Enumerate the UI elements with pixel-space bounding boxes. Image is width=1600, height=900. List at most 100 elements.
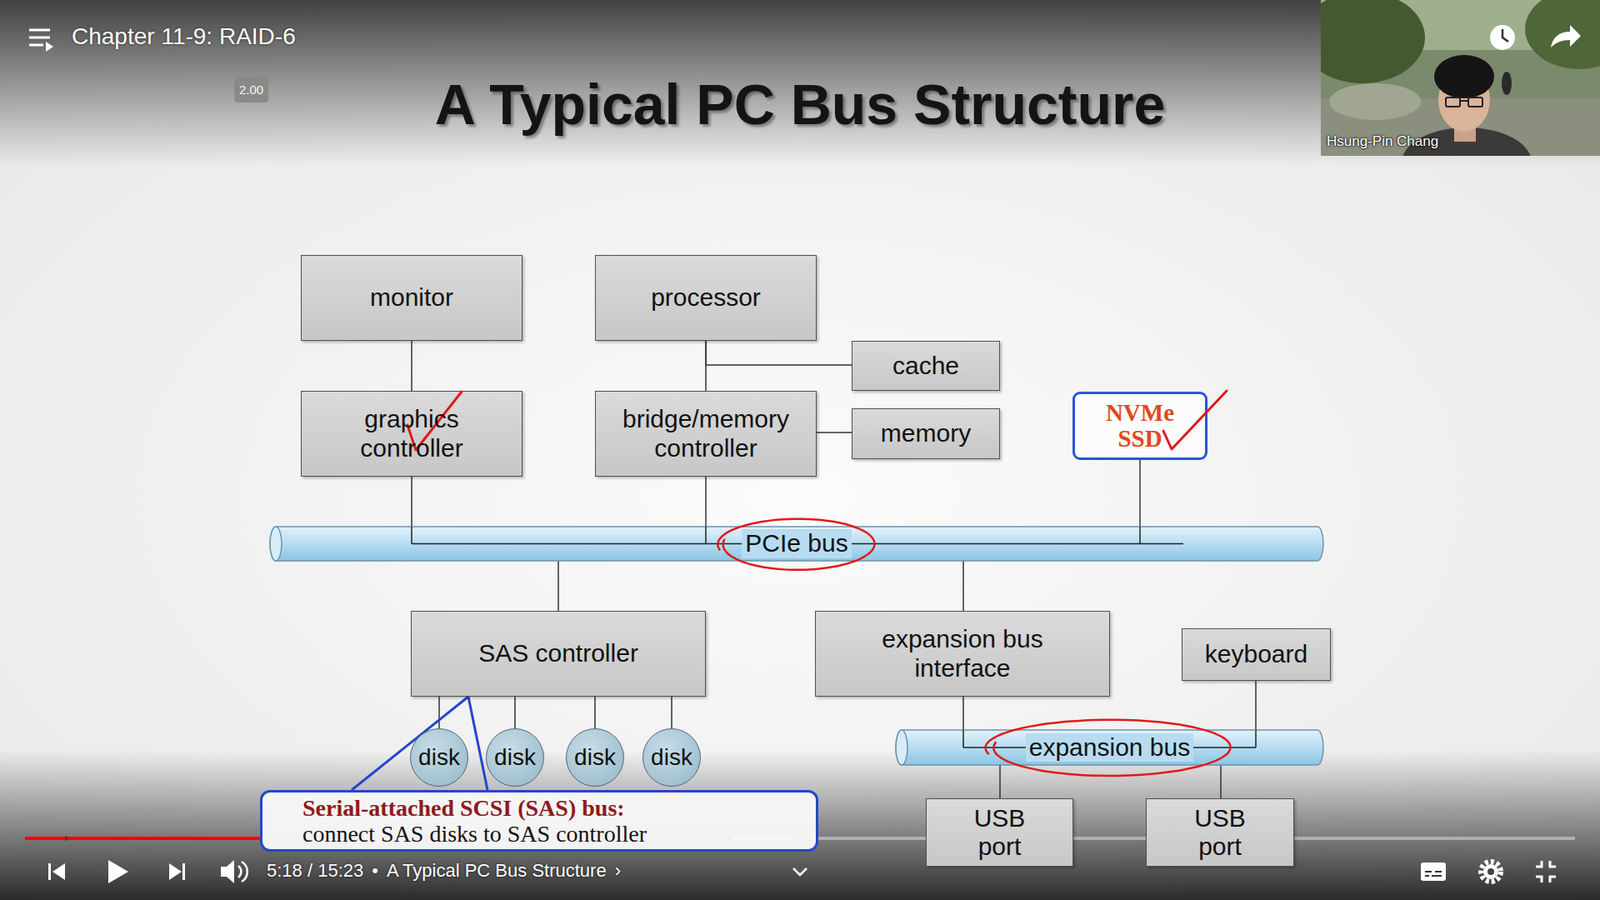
- player-controls: [48, 863, 51, 880]
- node-label: cache: [892, 351, 960, 381]
- bus-wire: [705, 476, 707, 527]
- node-label: disk: [574, 744, 616, 771]
- bus-wire: [999, 765, 1001, 799]
- port-box: USB port: [1145, 798, 1295, 867]
- node-label: disk: [650, 744, 693, 771]
- highlight-ellipse: [717, 519, 875, 570]
- bus-band: expansion bus: [895, 730, 1324, 765]
- player-controls: [1420, 862, 1446, 881]
- disk-circle: disk: [485, 728, 545, 787]
- bus-wire: [816, 431, 852, 434]
- clock-icon: [1490, 25, 1515, 50]
- device-box: keyboard: [1181, 628, 1331, 681]
- player-controls: [793, 868, 807, 875]
- ssd-box: NVMe SSD: [1072, 391, 1208, 460]
- player-controls: [169, 863, 182, 880]
- menu-icon: [29, 29, 50, 32]
- clock-icon: [1502, 29, 1509, 42]
- bus-wire: [514, 696, 516, 729]
- chapter-bar: 5:18 / 15:23 • A Typical PC Bus Structure ›: [266, 860, 621, 882]
- player-controls: [182, 863, 185, 880]
- time-display: 5:18 / 15:23: [266, 860, 364, 882]
- progress-bar: [65, 835, 68, 841]
- node-label: memory: [880, 419, 971, 449]
- node-note: connect SAS disks to SAS controller: [302, 820, 647, 847]
- disk-circle: disk: [642, 728, 701, 787]
- disk-circle: disk: [565, 728, 625, 787]
- bus-tap: [410, 526, 413, 545]
- bus-wire: [438, 696, 440, 729]
- controller-box: bridge/memory controller: [595, 390, 817, 477]
- webcam-image: [1460, 100, 1469, 102]
- chapter-title: A Typical PC Bus Structure: [386, 860, 607, 882]
- webcam-image: [1434, 55, 1495, 99]
- player-controls: [1483, 864, 1499, 880]
- bus-wire: [1139, 460, 1141, 527]
- bus-wire: [410, 340, 413, 391]
- webcam-image: [1320, 0, 1425, 84]
- player-controls: [48, 860, 1556, 884]
- bus-wire: [557, 560, 560, 611]
- player-controls: [241, 861, 248, 882]
- menu-icon: [29, 44, 44, 47]
- player-controls: [238, 865, 241, 878]
- node-label: PCIe bus: [741, 529, 851, 559]
- menu-icon: [29, 36, 50, 40]
- node-label: Serial-attached SCSI (SAS) bus:: [302, 795, 625, 821]
- player-controls: [1425, 871, 1442, 876]
- webcam-image: [1468, 97, 1483, 107]
- bus-end: [895, 730, 908, 765]
- port-box: USB port: [925, 798, 1074, 867]
- node-label: keyboard: [1205, 640, 1308, 670]
- video-title: Chapter 11-9: RAID-6: [71, 23, 296, 50]
- controller-box: graphics controller: [300, 390, 523, 477]
- bus-wire: [594, 696, 596, 729]
- controller-box: SAS controller: [410, 610, 706, 697]
- webcam-image: [1525, 0, 1600, 70]
- memory-box: memory: [851, 408, 1000, 460]
- bottom-shade: [0, 750, 1600, 900]
- separator-dot: •: [371, 860, 379, 882]
- bus-body: [270, 526, 1324, 561]
- node-label: processor: [650, 283, 761, 313]
- node-label: disk: [494, 744, 536, 771]
- bus-tap: [962, 730, 965, 748]
- cache-box: cache: [851, 340, 1000, 391]
- bus-wire: [670, 696, 673, 729]
- node-label: monitor: [370, 283, 454, 313]
- bus-tap: [1139, 526, 1141, 545]
- chapter-chevron: ›: [615, 860, 621, 882]
- webcam-image: [1445, 97, 1460, 107]
- webcam-image: [1501, 71, 1512, 95]
- callout-box: Serial-attached SCSI (SAS) bus:connect S…: [260, 790, 819, 852]
- node-label: SAS controller: [478, 639, 639, 669]
- callout-pointer: [351, 696, 488, 790]
- presenter-name: Hsung-Pin Chang: [1326, 133, 1439, 150]
- bus-wire: [1220, 765, 1222, 799]
- processor-box: processor: [595, 255, 817, 341]
- speed-badge: 2.00: [234, 76, 269, 103]
- highlight-ellipse: [985, 720, 1231, 776]
- player-controls: [220, 860, 235, 884]
- bus-tap: [1255, 730, 1257, 748]
- node-label: disk: [418, 744, 460, 771]
- player-controls: [108, 860, 129, 884]
- node-label: bridge/memory controller: [610, 405, 802, 463]
- player-controls: [1487, 868, 1495, 875]
- node-label: expansion bus interface: [866, 625, 1059, 683]
- bus-wire: [410, 476, 413, 527]
- node-label: USB port: [966, 804, 1034, 862]
- webcam-image: [1320, 0, 1600, 156]
- webcam-image: [1329, 83, 1421, 120]
- node-label: USB port: [1186, 804, 1254, 862]
- bus-wire: [1255, 680, 1257, 730]
- menu-icon: [29, 30, 54, 52]
- bus-wire: [962, 560, 965, 611]
- clock-icon: [1490, 25, 1515, 50]
- player-controls: [1480, 861, 1501, 882]
- node-label: NVMe SSD: [1098, 400, 1182, 453]
- share-icon: [1550, 25, 1581, 48]
- bus-wire: [962, 696, 965, 730]
